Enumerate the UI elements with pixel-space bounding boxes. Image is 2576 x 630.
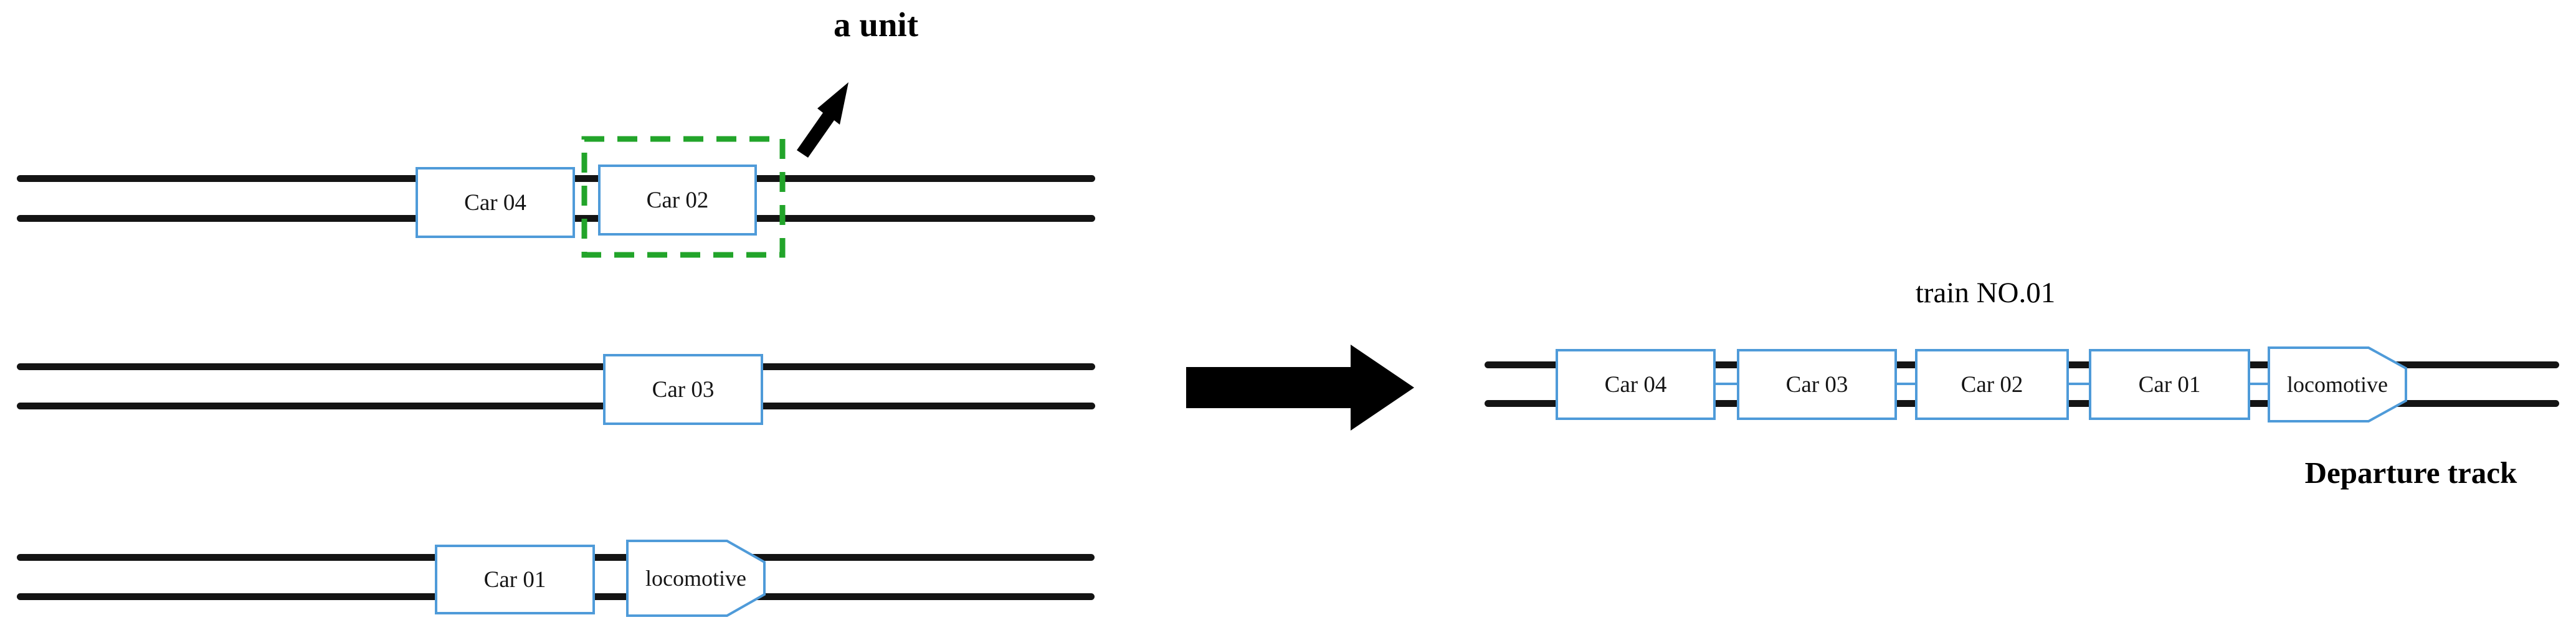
coupler-line	[1894, 383, 1918, 385]
coupler-line	[2248, 383, 2270, 385]
locomotive-shape	[2268, 346, 2407, 422]
train-locomotive: locomotive	[2268, 346, 2407, 422]
coupler-line	[1713, 383, 1739, 385]
unit-pointer-arrow-icon	[797, 82, 848, 158]
left-car-02: Car 02	[598, 165, 757, 236]
train-number-label: train NO.01	[1915, 277, 2056, 309]
siding2-rail-bottom	[17, 403, 1095, 409]
locomotive-label: locomotive	[645, 566, 746, 591]
train-car-04: Car 04	[1556, 349, 1716, 420]
train-car-01: Car 01	[2089, 349, 2250, 420]
left-locomotive: locomotive	[626, 540, 766, 617]
locomotive-shape	[626, 540, 766, 617]
siding2-rail-top	[17, 363, 1095, 370]
coupler-line	[2066, 383, 2091, 385]
train-car-02: Car 02	[1915, 349, 2069, 420]
unit-label: a unit	[833, 6, 919, 44]
left-car-03: Car 03	[603, 354, 763, 425]
locomotive-label: locomotive	[2287, 372, 2388, 397]
flow-arrow-icon	[1186, 345, 1414, 431]
left-car-04: Car 04	[416, 167, 575, 238]
departure-track-label: Departure track	[2304, 456, 2517, 490]
train-car-03: Car 03	[1737, 349, 1897, 420]
left-car-01: Car 01	[435, 545, 595, 614]
